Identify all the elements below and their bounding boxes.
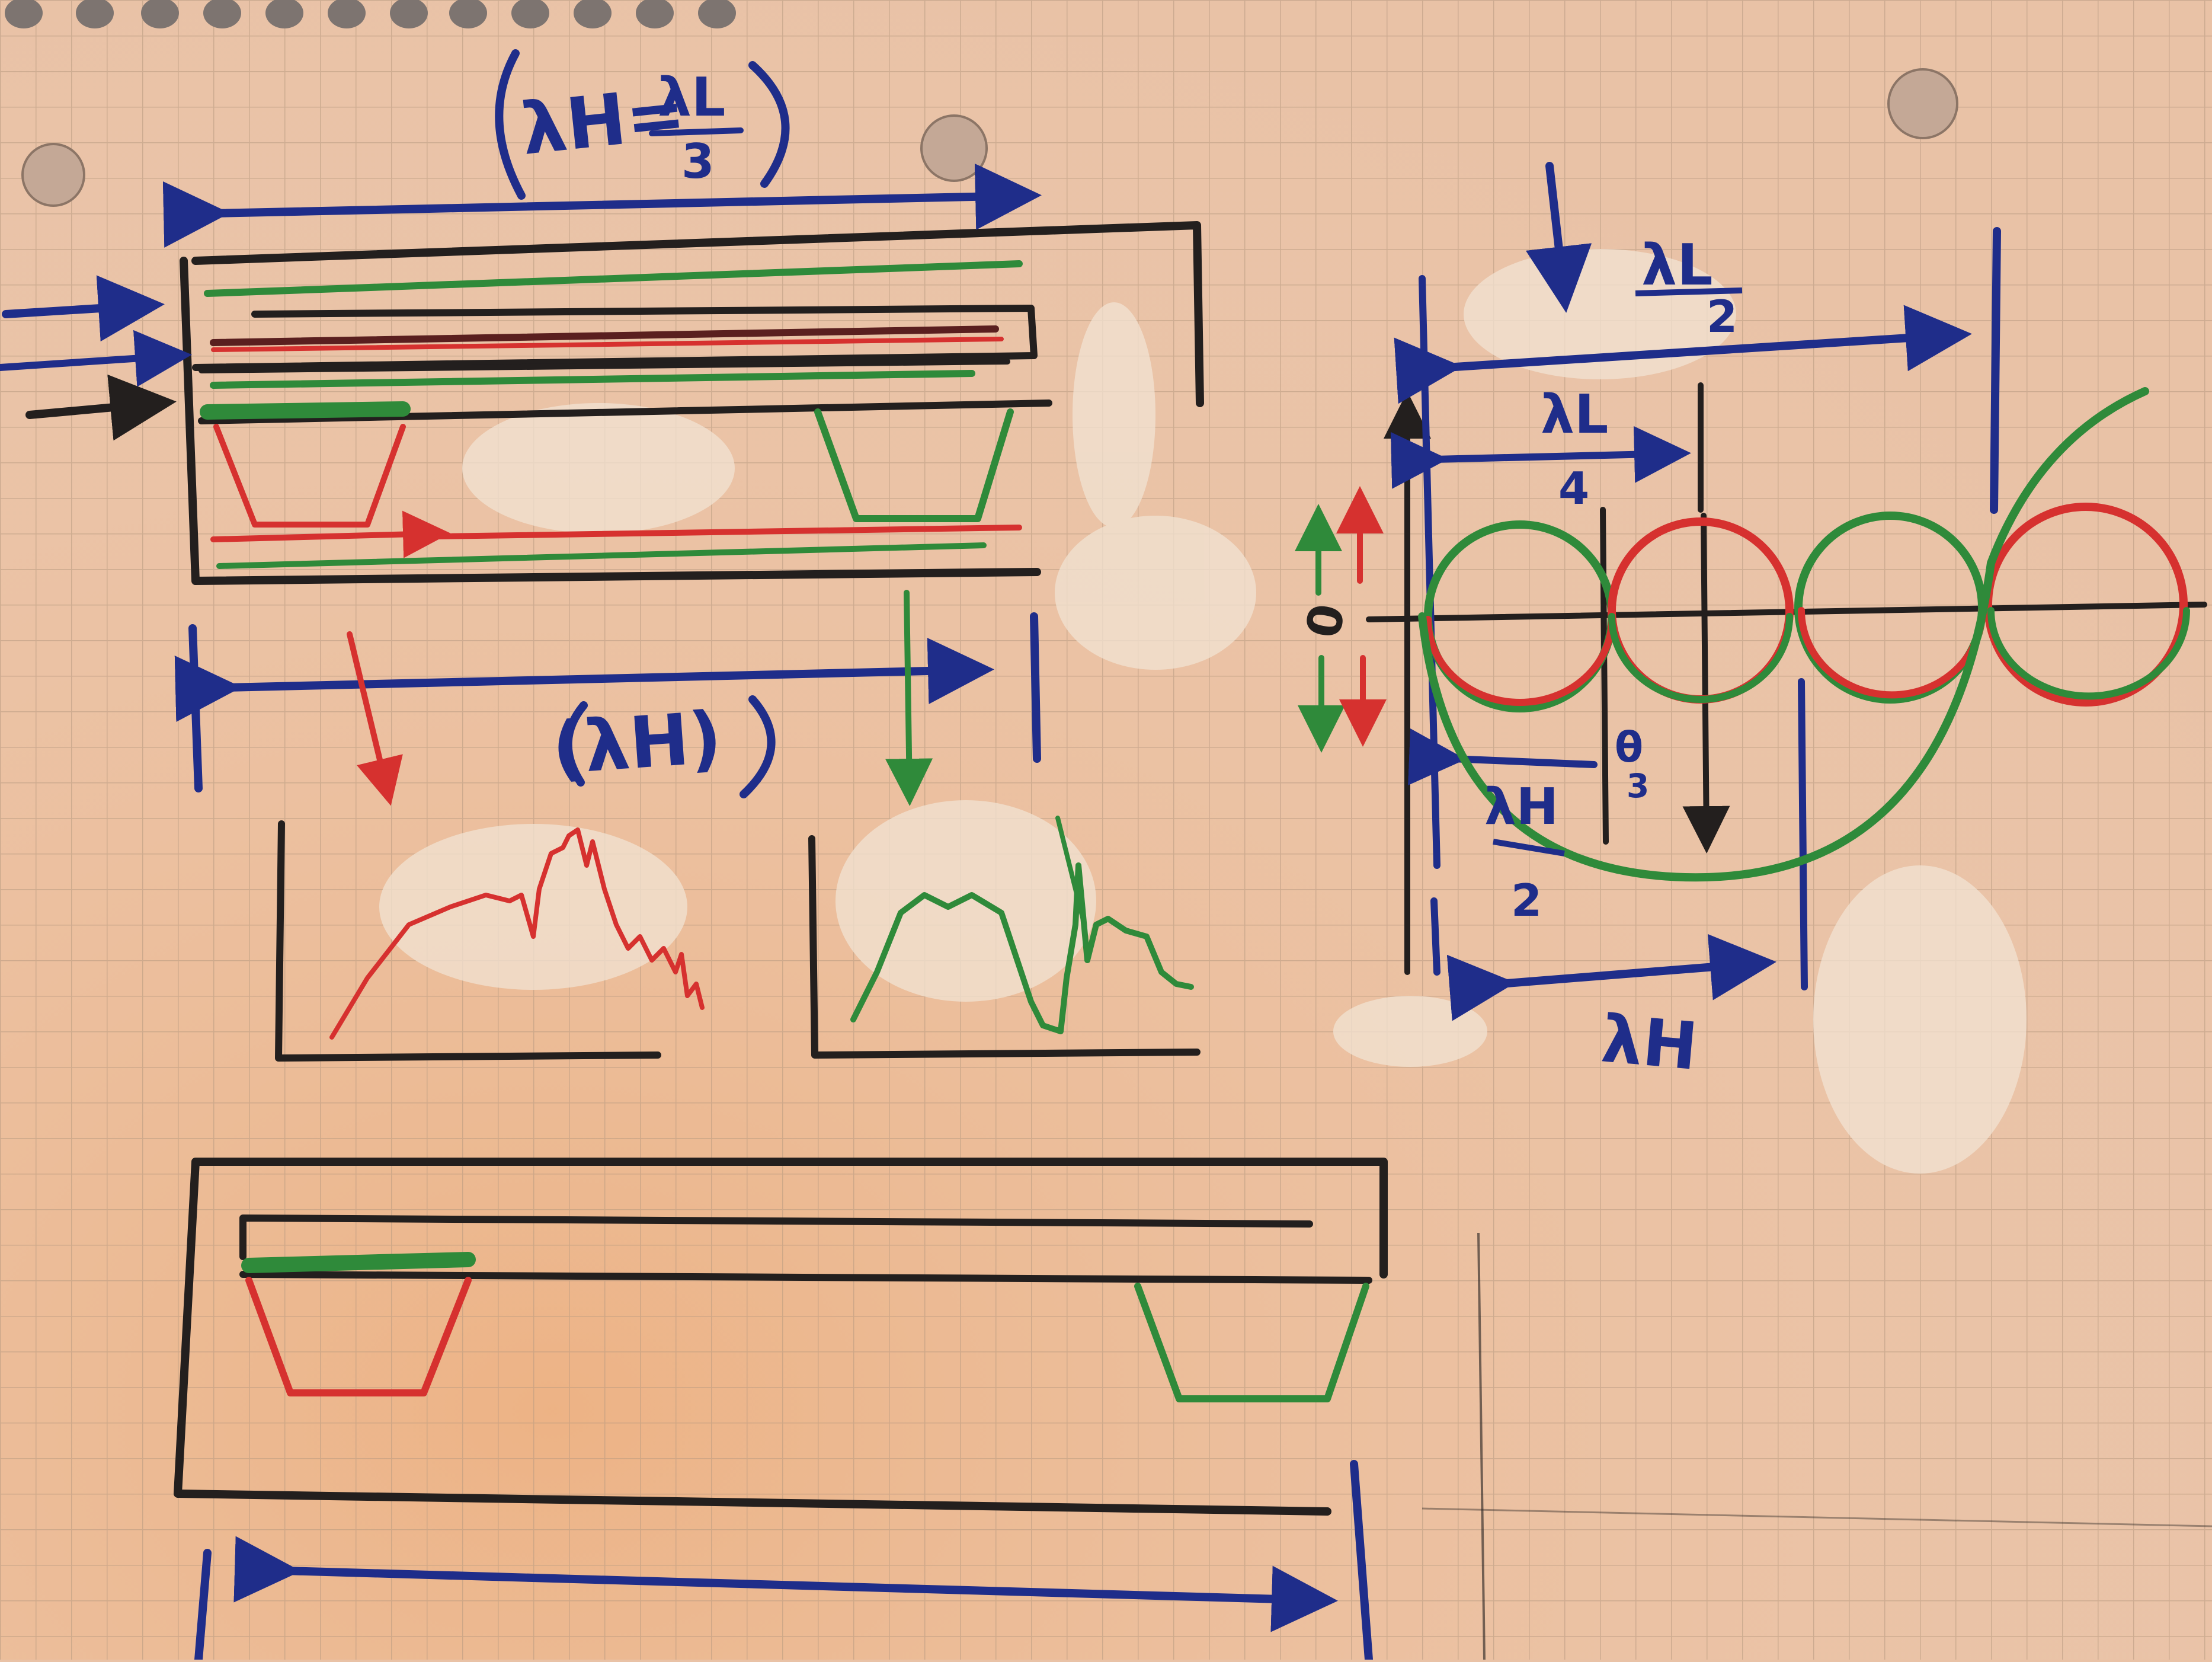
punch-hole <box>21 143 85 207</box>
page-margin-line <box>1477 1232 1486 1660</box>
lambda-h-2-tick <box>1600 507 1609 845</box>
bottom-core-line <box>239 1271 1372 1284</box>
bottom-inner-frame <box>239 1214 1313 1260</box>
top-dimension-arrow <box>162 163 1042 248</box>
top-layer-green-2 <box>210 370 975 389</box>
input-arrow-black <box>25 374 177 441</box>
top-inner-frame <box>192 305 1038 371</box>
spiral-ring-icon <box>390 0 428 28</box>
bottom-outer-frame <box>174 1158 1388 1516</box>
top-ratio-frac-den: 3 <box>681 134 715 189</box>
bottom-left-tick <box>194 1549 212 1662</box>
green-pointer-arrow <box>885 590 933 806</box>
top-green-bar <box>200 401 411 420</box>
wave-circle-diagram <box>1295 162 2207 1021</box>
lambda-l-4-arrow <box>1390 426 1691 489</box>
red-spectrum-plot <box>275 820 705 1062</box>
lambda-h-bottom-arrow <box>1446 934 1776 1021</box>
bottom-dimension-arrow <box>233 1536 1338 1632</box>
mid-dimension-arrow <box>174 637 994 722</box>
top-layer-green <box>204 260 1023 297</box>
right-half-h-bar <box>1493 839 1565 856</box>
right-quarter-den: 4 <box>1558 462 1589 514</box>
big-green-arc <box>1418 387 2149 882</box>
mid-lambda-h-label: (λH) <box>549 696 724 791</box>
lambda-h-half-arrow <box>1408 728 1598 785</box>
top-layer-red <box>211 337 1004 352</box>
bottom-green-trapezoid <box>1134 1283 1369 1402</box>
input-arrow-blue-2 <box>0 330 192 387</box>
right-quarter-num: λL <box>1541 383 1608 446</box>
right-lambda-h-label: λH <box>1599 1001 1701 1085</box>
spiral-ring-icon <box>141 0 179 28</box>
green-spectrum-plot <box>808 816 1201 1059</box>
red-spectrum-curve <box>329 827 705 1040</box>
left-blue-tick-lower <box>1430 897 1440 976</box>
page-lower-fold <box>1422 1507 2212 1527</box>
mid-blue-tick <box>1798 678 1808 990</box>
red-bottom-line <box>436 525 1022 539</box>
green-plot-axes <box>808 835 1201 1059</box>
bottom-right-tick <box>1350 1460 1373 1662</box>
spiral-ring-icon <box>5 0 43 28</box>
top-ratio-left: λH= <box>518 72 690 171</box>
red-circle-1-lower <box>1424 616 1615 706</box>
spiral-ring-icon <box>511 0 549 28</box>
right-half-bar <box>1635 287 1743 296</box>
red-trapezoid <box>213 424 406 528</box>
bottom-red-trapezoid <box>245 1277 472 1396</box>
green-spike-arrow <box>1055 816 1087 927</box>
bottom-waveguide-sketch <box>174 1158 1388 1662</box>
red-bottom-arrow <box>210 510 450 558</box>
mid-right-tick <box>1030 612 1041 763</box>
top-waveguide-sketch <box>0 163 1204 806</box>
green-spectrum-curve <box>850 862 1194 1034</box>
down-arrow-top <box>1525 162 1592 313</box>
top-ratio-frac-num: λL <box>658 66 725 129</box>
right-half-num: λL <box>1641 233 1713 298</box>
top-layer-black <box>198 399 1052 424</box>
right-half-h-num: λH <box>1484 778 1558 836</box>
input-arrow-blue-1 <box>2 275 165 342</box>
right-theta-label: θ <box>1615 723 1643 772</box>
green-trapezoid <box>814 408 1014 522</box>
mid-lambda-label-brackets <box>564 695 776 798</box>
spiral-ring-icon <box>574 0 612 28</box>
spiral-ring-icon <box>76 0 114 28</box>
right-half-h-den: 2 <box>1511 874 1542 926</box>
mid-left-tick <box>188 624 203 792</box>
spiral-ring-icon <box>203 0 241 28</box>
top-layer-maroon <box>210 325 999 346</box>
spiral-ring-icon <box>698 0 736 28</box>
spiral-ring-icon <box>636 0 674 28</box>
right-blue-tick <box>1990 227 2001 514</box>
green-circle-4-lower <box>1987 607 2190 700</box>
red-plot-axes <box>275 820 661 1062</box>
spiral-ring-icon <box>328 0 366 28</box>
punch-hole <box>1887 68 1958 139</box>
lambda-l-2-arrow <box>1394 305 1972 404</box>
whiteout-patches <box>379 249 2027 1174</box>
spiral-ring-icon <box>449 0 487 28</box>
center-vertical <box>1682 513 1730 854</box>
spiral-binding <box>5 0 736 28</box>
green-bottom-line <box>216 542 987 569</box>
punch-hole <box>920 114 988 182</box>
green-circle-2-lower <box>1608 613 1793 703</box>
red-pointer-arrow <box>347 631 403 806</box>
right-half-den: 2 <box>1707 290 1737 343</box>
right-theta-sub: 3 <box>1627 767 1649 805</box>
bottom-green-bar <box>241 1252 476 1273</box>
top-ratio-label <box>495 49 790 200</box>
spiral-ring-icon <box>265 0 303 28</box>
top-layer-black-2 <box>199 359 1010 373</box>
